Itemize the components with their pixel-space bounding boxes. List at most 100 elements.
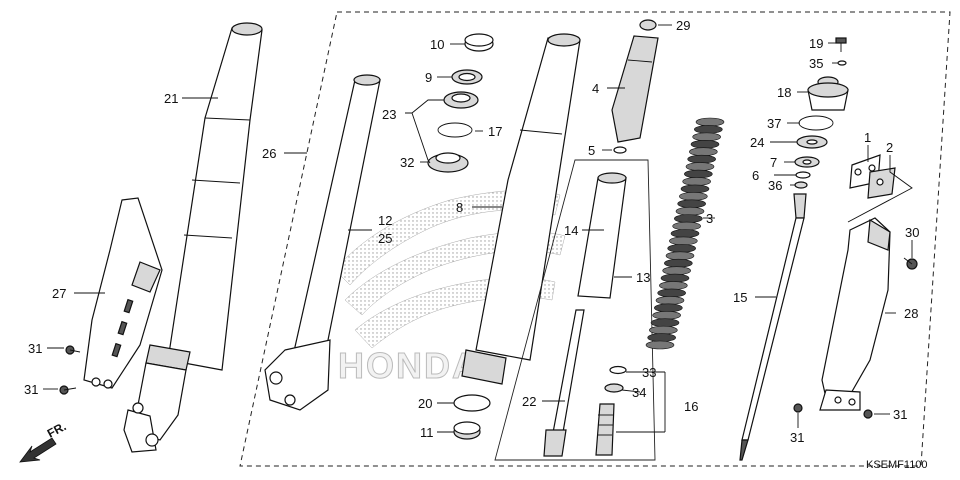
frame-outline — [239, 11, 951, 467]
ring-11 — [453, 421, 481, 440]
callout-18: 18 — [777, 85, 791, 100]
spring-coil — [665, 251, 695, 261]
washer-24 — [796, 135, 828, 149]
callout-27: 27 — [52, 286, 66, 301]
callout-24: 24 — [750, 135, 764, 150]
front-direction-arrow: FR. — [19, 419, 69, 463]
callout-labels: 21 26 27 31 31 12 25 10 9 23 17 32 8 20 … — [24, 18, 919, 445]
callout-6: 6 — [752, 168, 759, 183]
callout-37: 37 — [767, 116, 781, 131]
callout-32: 32 — [400, 155, 414, 170]
washer-33 — [609, 365, 627, 375]
bolt-19 — [835, 37, 847, 52]
spring-coil — [694, 125, 723, 134]
nut-29 — [639, 19, 657, 31]
callout-28: 28 — [904, 306, 918, 321]
seal-32 — [427, 152, 469, 173]
washer-7 — [794, 156, 820, 168]
spring-coil — [685, 162, 715, 171]
seal-9 — [451, 69, 483, 85]
callout-30: 30 — [905, 225, 919, 240]
spring-coil — [660, 273, 690, 283]
bolt-31-b — [59, 385, 77, 395]
spring-coil — [655, 296, 685, 305]
spring-coil — [670, 229, 700, 238]
callout-19: 19 — [809, 36, 823, 51]
callout-22: 22 — [522, 394, 536, 409]
fork-guard-28 — [819, 217, 891, 411]
spring-coil — [690, 140, 720, 149]
valve-16 — [595, 403, 615, 456]
clip-17 — [437, 122, 473, 138]
spring-coil — [679, 192, 708, 201]
spring-coil — [645, 340, 675, 350]
callout-31-d: 31 — [893, 407, 907, 422]
callout-33: 33 — [642, 365, 656, 380]
leader-lines — [43, 24, 913, 433]
callout-7: 7 — [770, 155, 777, 170]
bolt-31-c — [793, 403, 803, 413]
front-direction-label: FR. — [45, 419, 69, 440]
callout-31-c: 31 — [790, 430, 804, 445]
spring-coil — [689, 147, 718, 157]
callout-26: 26 — [262, 146, 276, 161]
spring-coil — [647, 333, 676, 342]
callout-4: 4 — [592, 81, 599, 96]
seal-23 — [443, 91, 479, 109]
bracket-2 — [867, 167, 896, 199]
spring-coil — [684, 169, 713, 179]
honda-watermark-text: HONDA — [338, 345, 480, 386]
callout-17: 17 — [488, 124, 502, 139]
callout-35: 35 — [809, 56, 823, 71]
callout-11: 11 — [420, 425, 434, 440]
spring-coil — [682, 177, 711, 186]
callout-2: 2 — [886, 140, 893, 155]
rod-15 — [739, 193, 807, 461]
fork-tube-8 — [461, 33, 581, 385]
oring-35 — [837, 60, 847, 66]
callout-5: 5 — [588, 143, 595, 158]
cap-18 — [807, 76, 849, 111]
inner-tube-12 — [264, 74, 381, 411]
callout-14: 14 — [564, 223, 578, 238]
callout-21: 21 — [164, 91, 178, 106]
outer-tube-21 — [123, 22, 263, 453]
spring-3 — [645, 117, 725, 350]
nut-36 — [794, 181, 808, 189]
callout-36: 36 — [768, 178, 782, 193]
callout-1: 1 — [864, 130, 871, 145]
callout-10: 10 — [430, 37, 444, 52]
group-box-13 — [494, 159, 656, 461]
spring-coil — [650, 318, 680, 328]
bolt-31-d — [863, 409, 873, 419]
callout-31-b: 31 — [24, 382, 38, 397]
bolt-31-a — [65, 345, 81, 355]
spring-coil — [677, 199, 706, 209]
oring-6 — [795, 171, 811, 179]
spring-coil — [680, 184, 710, 194]
spring-coil — [649, 325, 678, 335]
callout-23: 23 — [382, 107, 396, 122]
spring-coil — [695, 117, 725, 127]
callout-8: 8 — [456, 200, 463, 215]
spring-coil — [669, 236, 698, 246]
seal-10 — [464, 33, 494, 52]
spring-coil — [672, 221, 701, 231]
spring-coil — [675, 206, 705, 216]
cover-4 — [611, 35, 659, 143]
spring-coil — [652, 310, 681, 320]
spring-coil — [674, 214, 703, 223]
spring-coil — [667, 244, 696, 253]
spring-coil — [664, 258, 693, 268]
callout-9: 9 — [425, 70, 432, 85]
callout-13: 13 — [636, 270, 650, 285]
spring-coil — [657, 288, 686, 298]
callout-16: 16 — [684, 399, 698, 414]
spring-coil — [659, 281, 688, 290]
rod-14 — [577, 172, 627, 299]
bolt-30 — [903, 257, 918, 270]
spring-coil — [662, 266, 691, 275]
spring-coil — [687, 154, 716, 164]
callout-34: 34 — [632, 385, 646, 400]
